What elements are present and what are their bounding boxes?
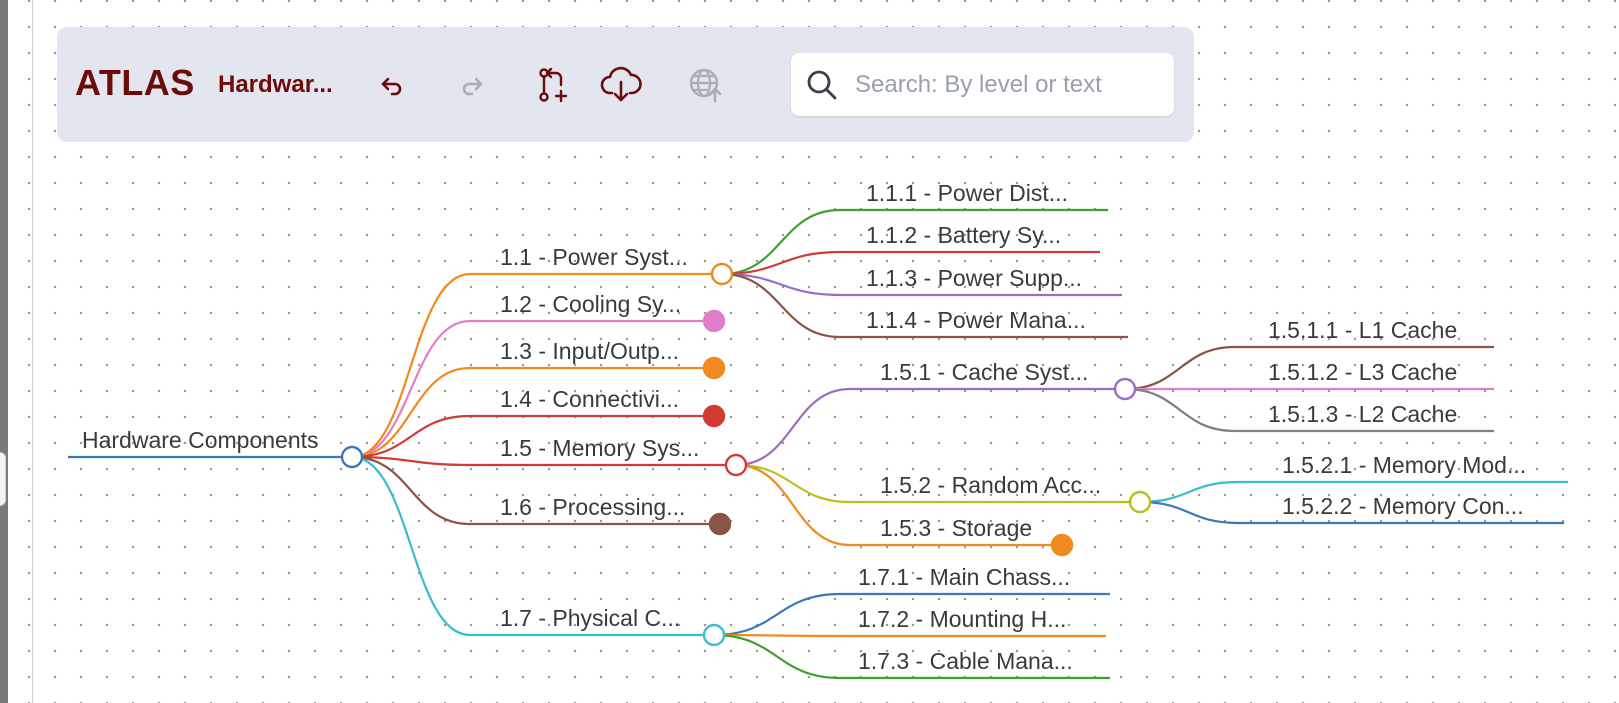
edge-n1_5_1_1 [1124,345,1236,391]
search-input[interactable] [853,65,1157,105]
node-dot-n1_2[interactable] [702,309,726,333]
document-title[interactable]: Hardwar... [218,71,333,98]
edge-n1_4 [351,414,471,459]
collapse-toggle-n1_5_2[interactable] [1128,490,1152,514]
edge-n1_5_1 [735,387,851,467]
mindmap-edges [68,208,1568,680]
node-label-n1_5[interactable]: 1.5 - Memory Sys... [500,435,699,461]
node-label-n1_4[interactable]: 1.4 - Connectivi... [500,386,679,412]
search-box[interactable] [791,53,1174,116]
node-label-n1_6[interactable]: 1.6 - Processing... [500,494,685,520]
collapse-toggle-n1_5_1[interactable] [1113,377,1137,401]
node-label-n1_5_2_1[interactable]: 1.5.2.1 - Memory Mod... [1282,452,1526,478]
add-branch-button[interactable] [532,63,576,107]
window-left-edge [0,0,8,703]
edge-n1_5_2_1 [1139,480,1239,504]
node-label-n1_7[interactable]: 1.7 - Physical C... [500,605,680,631]
mindmap-labels: Hardware Components 1.1 - Power Syst... 1.… [82,180,1526,674]
redo-icon [462,77,483,96]
node-label-root[interactable]: Hardware Components [82,427,319,453]
node-label-n1_3[interactable]: 1.3 - Input/Outp... [500,338,679,364]
collapse-toggle-root[interactable] [340,445,364,469]
node-dot-n1_6[interactable] [708,512,732,536]
node-label-n1_7_2[interactable]: 1.7.2 - Mounting H... [858,606,1066,632]
undo-button[interactable] [370,63,414,107]
collapse-toggle-n1_1[interactable] [710,262,734,286]
edge-n1_1_4 [721,272,841,339]
edge-n1_2 [351,319,471,459]
edge-n1_3 [351,366,471,459]
node-label-n1_5_2_2[interactable]: 1.5.2.2 - Memory Con... [1282,493,1524,519]
edge-n1_5_2_2 [1139,500,1239,525]
node-label-n1_5_1_2[interactable]: 1.5.1.2 - L3 Cache [1268,359,1457,385]
redo-button[interactable] [450,63,494,107]
node-label-n1_1_1[interactable]: 1.1.1 - Power Dist... [866,180,1068,206]
node-label-n1_1[interactable]: 1.1 - Power Syst... [500,244,688,270]
globe-upload-icon [689,68,722,103]
node-dot-n1_4[interactable] [702,404,726,428]
node-label-n1_1_3[interactable]: 1.1.3 - Power Supp... [866,265,1082,291]
edge-n1_5_3 [735,463,851,547]
edge-n1_5 [351,455,471,467]
node-dot-n1_5_3[interactable] [1050,533,1074,557]
node-label-n1_5_3[interactable]: 1.5.3 - Storage [880,515,1032,541]
node-label-n1_1_4[interactable]: 1.1.4 - Power Mana... [866,307,1086,333]
search-icon [807,70,837,100]
toolbar: ATLAS Hardwar... [57,27,1194,142]
edge-n1_5_2 [735,463,851,504]
edge-n1_1_2 [721,250,841,276]
left-gutter [8,0,33,703]
node-label-n1_5_1_1[interactable]: 1.5.1.1 - L1 Cache [1268,317,1457,343]
node-label-n1_5_1_3[interactable]: 1.5.1.3 - L2 Cache [1268,401,1457,427]
node-label-n1_1_2[interactable]: 1.1.2 - Battery Sy... [866,222,1061,248]
node-label-n1_5_1[interactable]: 1.5.1 - Cache Syst... [880,359,1088,385]
edge-n1_7_1 [713,592,841,637]
mindmap-markers [340,262,1152,647]
edge-n1_6 [351,455,471,526]
edge-n1_1 [351,272,471,459]
edge-n1_7 [351,455,471,637]
collapse-toggle-n1_5[interactable] [724,453,748,477]
edge-n1_7_3 [713,633,841,680]
node-label-n1_7_1[interactable]: 1.7.1 - Main Chass... [858,564,1070,590]
app-logo[interactable]: ATLAS [75,62,195,103]
node-label-n1_7_3[interactable]: 1.7.3 - Cable Mana... [858,648,1073,674]
edge-n1_1_3 [721,272,841,297]
collapse-toggle-n1_7[interactable] [702,623,726,647]
node-label-n1_2[interactable]: 1.2 - Cooling Sy... [500,291,681,317]
publish-button[interactable] [684,63,728,107]
branch-add-icon [539,67,568,103]
cloud-download-icon [600,66,642,102]
node-dot-n1_3[interactable] [702,356,726,380]
download-button[interactable] [599,63,643,107]
node-label-n1_5_2[interactable]: 1.5.2 - Random Acc... [880,472,1101,498]
undo-icon [381,77,402,96]
edge-n1_7_2 [713,633,841,638]
edge-n1_1_1 [721,208,841,276]
edge-n1_5_1_3 [1124,387,1236,433]
